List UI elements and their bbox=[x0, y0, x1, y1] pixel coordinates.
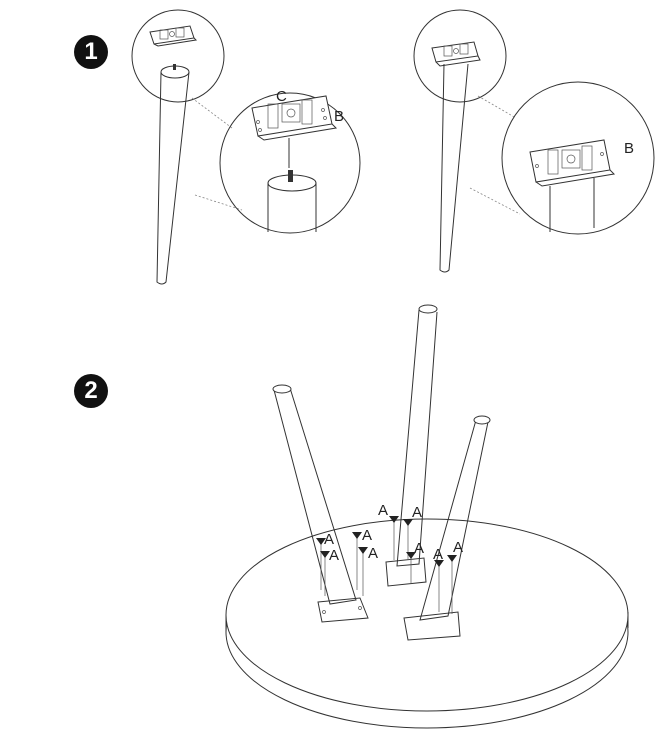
screw bbox=[434, 560, 444, 612]
screw-label-a: A bbox=[329, 547, 339, 564]
step1-left-big-leg-top bbox=[267, 170, 317, 232]
step1-left-leader-top bbox=[191, 97, 233, 129]
step1-right-big-leg-top bbox=[549, 178, 595, 232]
step2-leg-right bbox=[403, 415, 491, 641]
step1-right-leader-top bbox=[477, 95, 517, 119]
step-1-number: 1 bbox=[84, 38, 98, 65]
screw-label-a: A bbox=[453, 539, 463, 556]
step1-left-leg-bolt bbox=[173, 64, 176, 70]
step1-right-small-bracket bbox=[431, 41, 481, 67]
step1-left-leg bbox=[156, 64, 190, 285]
screw-label-a: A bbox=[412, 504, 422, 521]
step-2-number: 2 bbox=[84, 377, 98, 404]
step1-right-leg-illustration: B bbox=[413, 9, 655, 273]
step2-table-assembly: A A A A A A A A A bbox=[225, 304, 629, 729]
screw bbox=[447, 555, 457, 614]
step1-right-big-zoom-circle bbox=[501, 81, 655, 235]
screw bbox=[316, 538, 326, 590]
step2-leg-left bbox=[272, 384, 369, 623]
step1-right-leg bbox=[439, 63, 469, 273]
screw bbox=[352, 532, 362, 590]
step1-right-big-bracket bbox=[529, 139, 616, 187]
screw-label-a: A bbox=[378, 502, 388, 519]
step2-leg-center bbox=[385, 304, 438, 587]
screw-label-a: A bbox=[324, 531, 334, 548]
step1-right-label-b: B bbox=[624, 140, 634, 157]
step1-left-small-zoom-circle bbox=[131, 9, 225, 103]
step1-right-leader-bottom bbox=[469, 187, 521, 215]
screw-label-a: A bbox=[433, 546, 443, 563]
screw-label-a: A bbox=[368, 545, 378, 562]
step1-left-big-bracket bbox=[251, 95, 338, 141]
step1-left-small-bracket bbox=[149, 25, 198, 47]
step1-left-label-c: C bbox=[276, 88, 287, 105]
screw-label-a: A bbox=[362, 527, 372, 544]
step2-screw-labels: A A A A A A A A A bbox=[324, 502, 463, 564]
step2-screw-group bbox=[316, 516, 457, 614]
screw bbox=[406, 552, 416, 584]
screw bbox=[389, 516, 399, 560]
step1-right-small-zoom-circle bbox=[413, 9, 507, 103]
step1-left-big-zoom-circle bbox=[219, 92, 361, 234]
step1-left-leader-bottom bbox=[194, 194, 243, 211]
screw-label-a: A bbox=[414, 540, 424, 557]
screw bbox=[358, 547, 368, 596]
step-1-badge: 1 bbox=[74, 35, 108, 69]
step-2-badge: 2 bbox=[74, 374, 108, 408]
screw bbox=[320, 551, 330, 596]
step1-left-leg-illustration: C B bbox=[131, 9, 361, 285]
step1-left-label-b: B bbox=[334, 108, 344, 125]
